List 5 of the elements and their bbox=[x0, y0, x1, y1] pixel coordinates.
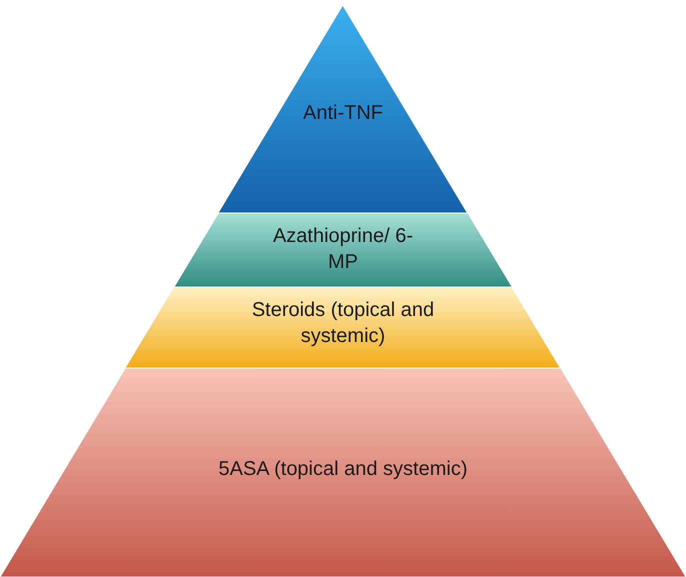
tier-label: Steroids (topical and systemic) bbox=[250, 298, 436, 349]
tier-label: Anti-TNF bbox=[302, 101, 384, 126]
pyramid-tier bbox=[174, 213, 512, 287]
tier-label: Azathioprine/ 6-MP bbox=[272, 224, 414, 275]
tier-label: 5ASA (topical and systemic) bbox=[218, 457, 468, 482]
